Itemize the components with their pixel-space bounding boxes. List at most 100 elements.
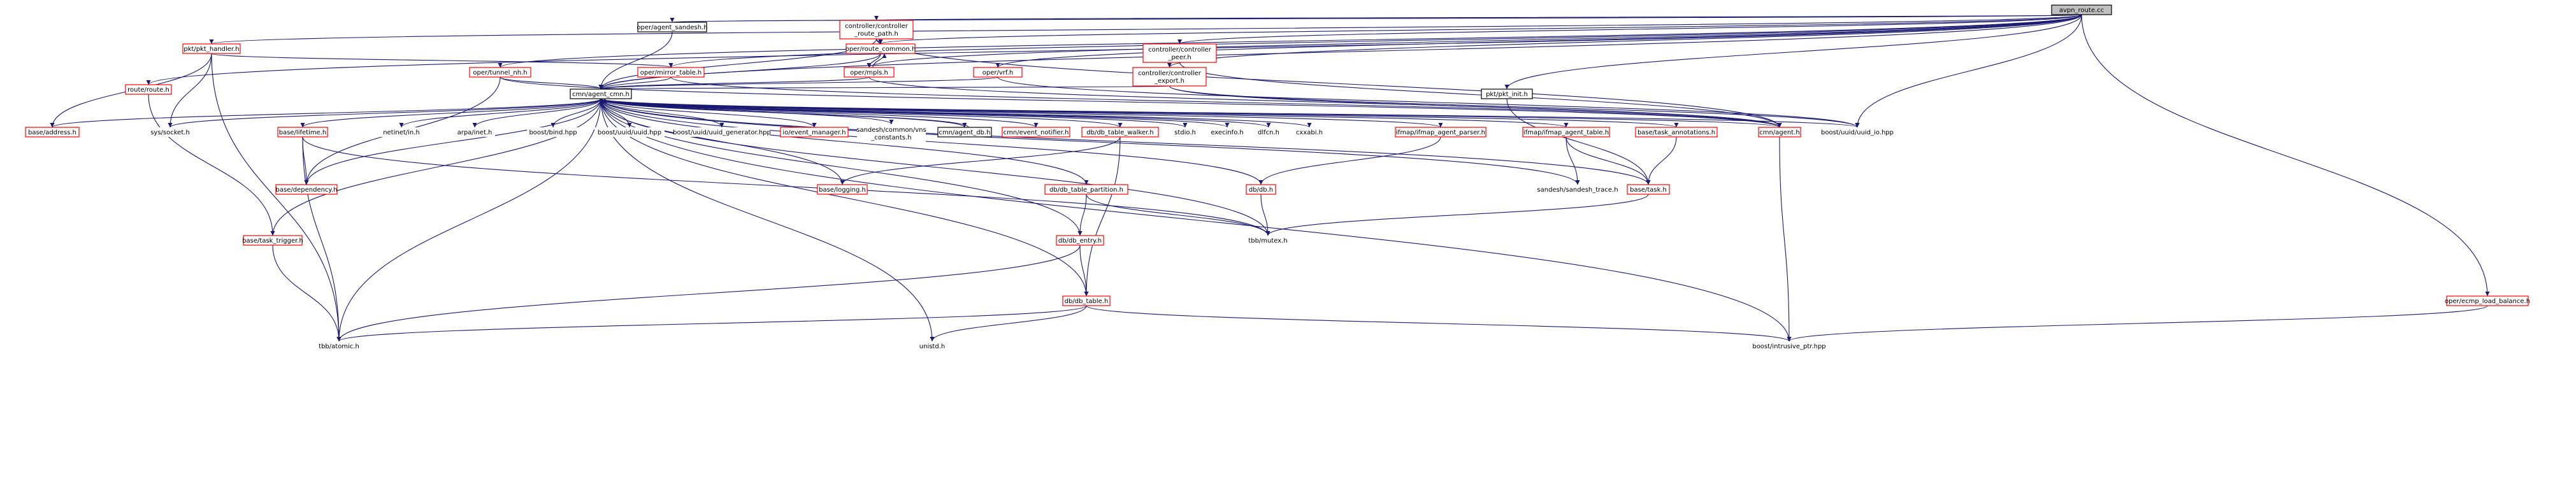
node-dlfcn[interactable]: dlfcn.h bbox=[1254, 127, 1283, 137]
node-label-cmn-agent-0: cmn/agent.h bbox=[1759, 129, 1799, 136]
node-box-event-notifier bbox=[1002, 127, 1070, 138]
edge-db_table-to-tbb_atomic bbox=[338, 305, 1087, 342]
node-agent-sandesh[interactable]: oper/agent_sandesh.h bbox=[637, 22, 708, 32]
edge-db_table-to-unistd bbox=[932, 305, 1087, 342]
arrowhead-cmn-to-ifmap_parser bbox=[1438, 123, 1443, 127]
arrowhead-root-to-route_h bbox=[146, 80, 151, 85]
node-label-db-entry-0: db/db_entry.h bbox=[1058, 237, 1102, 244]
node-cmn-agent[interactable]: cmn/agent.h bbox=[1758, 127, 1801, 138]
node-box-logging bbox=[817, 184, 868, 195]
node-vrf[interactable]: oper/vrf.h bbox=[973, 67, 1023, 78]
arrowhead-cmn-to-uuid_gen bbox=[719, 123, 724, 127]
node-label-table-walker-0: db/db_table_walker.h bbox=[1086, 129, 1153, 136]
node-task-annotations[interactable]: base/task_annotations.h bbox=[1635, 127, 1718, 138]
node-event-notifier[interactable]: cmn/event_notifier.h bbox=[1002, 127, 1070, 138]
arrowhead-cmn-to-sys_socket bbox=[168, 123, 173, 127]
node-box-cmn bbox=[570, 89, 632, 99]
node-label-pkt-init-0: pkt/pkt_init.h bbox=[1486, 91, 1528, 98]
node-ecmp[interactable]: oper/ecmp_load_balance.h bbox=[2445, 295, 2530, 306]
arrowhead-db_table-to-intrusive_ptr bbox=[1787, 337, 1792, 341]
node-address[interactable]: base/address.h bbox=[25, 127, 80, 138]
node-sys-socket[interactable]: sys/socket.h bbox=[148, 127, 192, 137]
node-boost-bind[interactable]: boost/bind.hpp bbox=[527, 127, 579, 137]
node-logging[interactable]: base/logging.h bbox=[817, 184, 868, 195]
node-cmn[interactable]: cmn/agent_cmn.h bbox=[570, 89, 632, 99]
node-boost-uuid[interactable]: boost/uuid/uuid.hpp bbox=[594, 127, 665, 137]
node-netinet[interactable]: netinet/in.h bbox=[379, 127, 424, 137]
node-base-task[interactable]: base/task.h bbox=[1627, 184, 1670, 195]
node-label-route-path-0: controller/controller bbox=[845, 23, 909, 30]
node-controller-export[interactable]: controller/controller_export.h bbox=[1132, 67, 1207, 87]
node-route-path[interactable]: controller/controller_route_path.h bbox=[839, 20, 914, 39]
node-box-vrf bbox=[973, 67, 1023, 78]
node-box-dependency bbox=[275, 184, 338, 195]
node-uuid-io[interactable]: boost/uuid/uuid_io.hpp bbox=[1816, 127, 1899, 137]
node-task-trigger[interactable]: base/task_trigger.h bbox=[242, 235, 303, 246]
arrowhead-agent_db-to-cmn bbox=[602, 99, 607, 103]
node-mpls[interactable]: oper/mpls.h bbox=[844, 67, 895, 78]
node-box-root bbox=[2051, 4, 2112, 15]
node-intrusive-ptr[interactable]: boost/intrusive_ptr.hpp bbox=[1747, 341, 1831, 351]
node-table-walker[interactable]: db/db_table_walker.h bbox=[1081, 127, 1159, 138]
edge-ifmap_table-to-sandesh_trace bbox=[1565, 136, 1578, 185]
arrowhead-root-to-agent_sandesh bbox=[670, 18, 675, 22]
node-label-ifmap-parser-0: ifmap/ifmap_agent_parser.h bbox=[1396, 129, 1485, 136]
edge-agent_sandesh-to-cmn bbox=[600, 31, 673, 90]
edge-ifmap_parser-to-db_h bbox=[1260, 136, 1441, 185]
node-label-pkt-handler-0: pkt/pkt_handler.h bbox=[183, 46, 239, 53]
node-tbb-atomic[interactable]: tbb/atomic.h bbox=[315, 341, 363, 351]
node-mirror-table[interactable]: oper/mirror_table.h bbox=[637, 67, 705, 78]
edge-cmn-to-ifmap_parser bbox=[600, 98, 1441, 128]
node-table-partition[interactable]: db/db_table_partition.h bbox=[1044, 184, 1128, 195]
node-root[interactable]: avpn_route.cc bbox=[2051, 4, 2112, 15]
node-label-lifetime-0: base/lifetime.h bbox=[279, 129, 327, 136]
node-route-common[interactable]: oper/route_common.h bbox=[845, 43, 916, 54]
node-sandesh-trace[interactable]: sandesh/sandesh_trace.h bbox=[1537, 185, 1618, 194]
edge-cmn-to-table_walker bbox=[600, 98, 1121, 128]
node-ifmap-parser[interactable]: ifmap/ifmap_agent_parser.h bbox=[1395, 127, 1486, 138]
node-controller-peer[interactable]: controller/controller_peer.h bbox=[1142, 43, 1217, 63]
node-bg-arpa bbox=[454, 127, 495, 137]
node-route-h[interactable]: route/route.h bbox=[125, 84, 172, 95]
node-label-controller-peer-0: controller/controller bbox=[1148, 46, 1212, 53]
node-unistd[interactable]: unistd.h bbox=[916, 341, 948, 351]
edge-cmn-to-sandesh_trace bbox=[600, 98, 1578, 185]
edge-pkt_init-to-base_task bbox=[1506, 98, 1649, 185]
node-lifetime[interactable]: base/lifetime.h bbox=[277, 127, 328, 138]
node-execinfo[interactable]: execinfo.h bbox=[1209, 127, 1245, 137]
node-label-ifmap-table-0: ifmap/ifmap_agent_table.h bbox=[1523, 129, 1609, 136]
node-cxxabi[interactable]: cxxabi.h bbox=[1293, 127, 1325, 137]
node-ifmap-table[interactable]: ifmap/ifmap_agent_table.h bbox=[1522, 127, 1610, 138]
edge-cmn-to-lifetime bbox=[302, 98, 601, 128]
node-event-manager[interactable]: io/event_manager.h bbox=[780, 127, 849, 138]
node-arpa[interactable]: arpa/inet.h bbox=[454, 127, 495, 137]
edge-route_h-to-task_trigger bbox=[148, 94, 273, 236]
arrowhead-db_table-to-unistd bbox=[930, 337, 935, 341]
node-db-entry[interactable]: db/db_entry.h bbox=[1056, 235, 1104, 246]
node-label-tunnel-nh-0: oper/tunnel_nh.h bbox=[473, 69, 527, 76]
node-tbb-mutex[interactable]: tbb/mutex.h bbox=[1246, 236, 1290, 245]
node-pkt-init[interactable]: pkt/pkt_init.h bbox=[1481, 89, 1533, 99]
node-agent-db[interactable]: cmn/agent_db.h bbox=[937, 127, 992, 138]
node-dependency[interactable]: base/dependency.h bbox=[275, 184, 338, 195]
node-label-db-table-0: db/db_table.h bbox=[1065, 298, 1109, 305]
node-vns-constants[interactable]: sandesh/common/vns_constants.h bbox=[856, 124, 926, 143]
arrowhead-root-to-controller_peer bbox=[1177, 39, 1182, 44]
node-box-mirror-table bbox=[637, 67, 705, 78]
node-label-controller-export-1: _export.h bbox=[1154, 78, 1184, 85]
node-label-mpls-0: oper/mpls.h bbox=[850, 69, 888, 76]
node-box-task-annotations bbox=[1635, 127, 1718, 138]
node-stdio[interactable]: stdio.h bbox=[1171, 127, 1199, 137]
node-label-vns-constants-0: sandesh/common/vns bbox=[856, 127, 926, 134]
arrowhead-cmn-to-uuid_io bbox=[1855, 123, 1860, 127]
edge-root-to-pkt_handler bbox=[211, 14, 2082, 45]
node-db-h[interactable]: db/db.h bbox=[1246, 184, 1276, 195]
node-pkt-handler[interactable]: pkt/pkt_handler.h bbox=[182, 43, 241, 54]
arrowhead-cmn-to-lifetime bbox=[300, 123, 305, 127]
node-uuid-gen[interactable]: boost/uuid/uuid_generator.hpp bbox=[673, 127, 771, 137]
node-tunnel-nh[interactable]: oper/tunnel_nh.h bbox=[469, 67, 531, 78]
node-db-table[interactable]: db/db_table.h bbox=[1062, 295, 1111, 306]
node-bg-uuid-io bbox=[1816, 127, 1899, 137]
edge-root-to-uuid_io bbox=[1857, 14, 2082, 128]
node-box-tunnel-nh bbox=[469, 67, 531, 78]
